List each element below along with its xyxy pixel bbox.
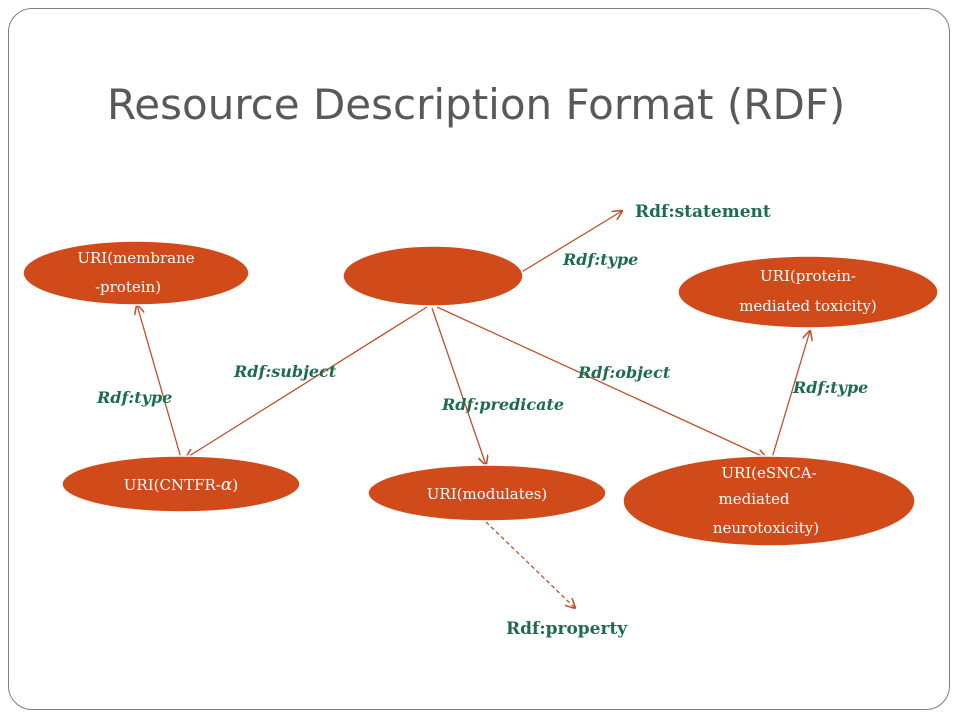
edge-object	[436, 306, 766, 458]
edge-label-predicate: Rdf:predicate	[441, 395, 564, 414]
node-esnca-line2: mediated	[719, 490, 790, 508]
edge-label-statement-type: Rdf:type	[562, 250, 638, 269]
class-label-property: Rdf:property	[506, 619, 628, 639]
class-label-statement: Rdf:statement	[635, 202, 771, 222]
node-cntfr-prefix: URI(CNTFR-	[124, 476, 221, 494]
node-modulates-label: URI(modulates)	[427, 485, 547, 503]
node-cntfr-label: URI(CNTFR-α)	[124, 475, 238, 495]
edge-esnca-type	[771, 331, 810, 459]
edge-subject	[186, 306, 428, 458]
slide-frame	[8, 8, 950, 710]
node-cntfr-alpha: α	[221, 475, 233, 495]
slide-title: Resource Description Format (RDF)	[107, 80, 846, 129]
edge-predicate	[431, 307, 486, 465]
node-protein-toxicity-line1: URI(protein-	[760, 267, 856, 285]
node-membrane-protein-line1: URI(membrane	[77, 249, 194, 267]
node-protein-toxicity-line2: mediated toxicity)	[739, 297, 877, 315]
node-cntfr-suffix: )	[232, 476, 238, 494]
node-esnca: URI(eSNCA- mediated neurotoxicity)	[622, 455, 916, 547]
node-membrane-protein-line2: -protein)	[95, 278, 161, 296]
node-cntfr: URI(CNTFR-α)	[61, 455, 301, 513]
node-statement	[342, 245, 524, 307]
edge-statement-type	[519, 211, 622, 274]
edge-label-subject: Rdf:subject	[233, 362, 337, 381]
edge-label-cntfr-type: Rdf:type	[96, 388, 172, 407]
edge-cntfr-type	[137, 305, 182, 459]
edge-label-object: Rdf:object	[577, 363, 671, 382]
edge-subproperty-dashed	[485, 521, 575, 608]
edge-label-esnca-type: Rdf:type	[792, 378, 868, 397]
node-modulates: URI(modulates)	[367, 464, 607, 522]
node-esnca-line1: URI(eSNCA-	[721, 464, 816, 482]
node-membrane-protein: URI(membrane -protein)	[22, 240, 250, 306]
node-protein-toxicity: URI(protein- mediated toxicity)	[677, 255, 939, 329]
node-esnca-line3: neurotoxicity)	[713, 519, 819, 537]
